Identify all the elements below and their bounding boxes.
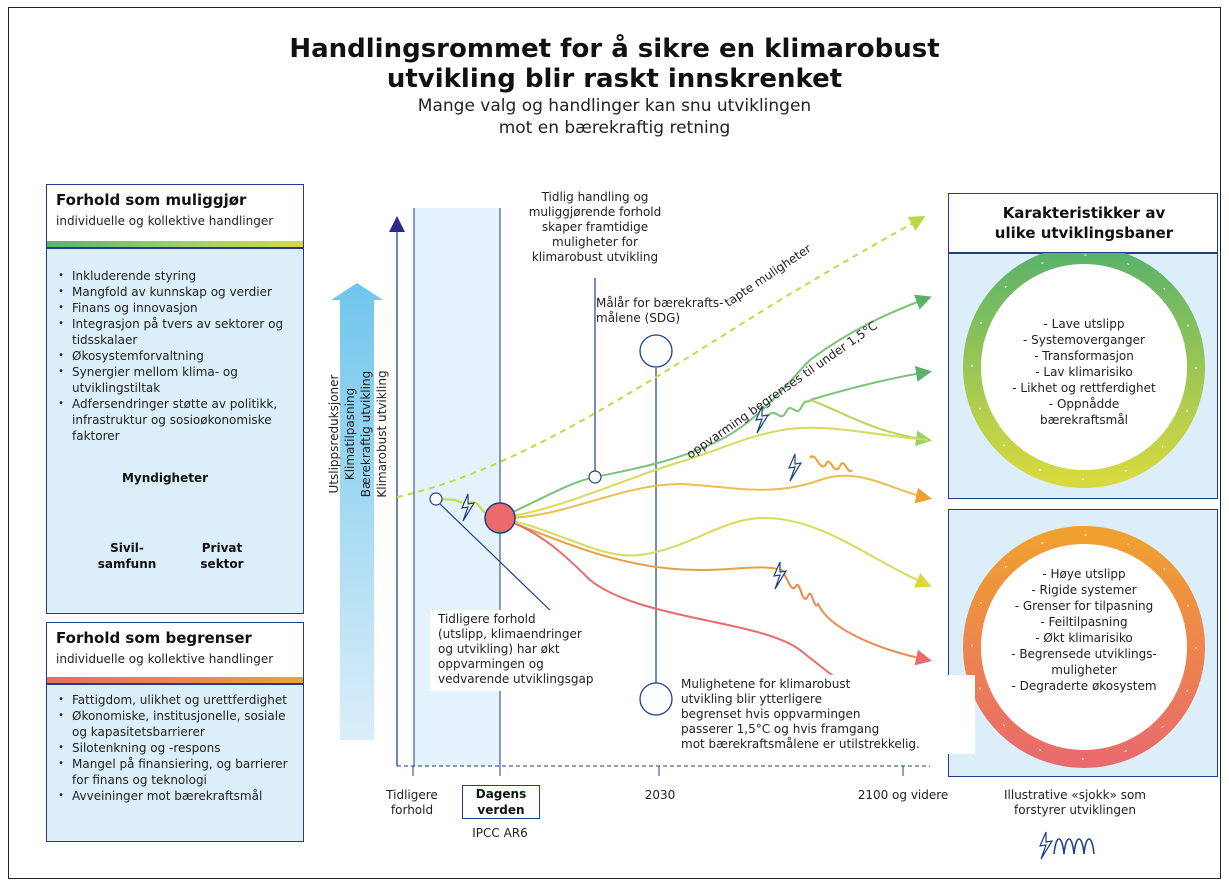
constraints-list: Fattigdom, ulikhet og urettferdighet Øko… xyxy=(58,692,302,804)
vertical-label: Klimatilpasning xyxy=(343,387,357,481)
shock-icon xyxy=(788,453,803,482)
list-item: Økonomiske, institusjonelle, sosiale og … xyxy=(58,708,302,740)
list-item: - Degraderte økosystem xyxy=(1011,679,1157,693)
characteristics-title: Karakteristikker av ulike utviklingsbane… xyxy=(994,204,1174,242)
past-point xyxy=(429,492,443,506)
actor-private-sector: Privat sektor xyxy=(200,541,244,571)
actor-civil-society: Sivil- samfunn xyxy=(97,541,157,571)
shock-legend-icon xyxy=(1039,831,1054,860)
vertical-axis-arrowhead xyxy=(389,216,405,232)
shock-wave-orange xyxy=(809,455,853,473)
list-item: - Oppnådde xyxy=(1048,397,1120,411)
pathway-orange-low xyxy=(499,517,783,572)
actor-government: Myndigheter xyxy=(121,471,209,485)
list-item: Adfersendringer støtte av politikk, infr… xyxy=(58,396,298,444)
list-item: Silotenkning og -respons xyxy=(58,740,302,756)
list-item: Integrasjon på tvers av sektorer og tids… xyxy=(58,316,298,348)
timeline-today-source: IPCC AR6 xyxy=(472,826,528,840)
timeline-2100: 2100 og videre xyxy=(857,788,949,802)
pathway-orange-mid xyxy=(499,474,932,520)
good-characteristics-list: - Lave utslipp - Systemoverganger - Tran… xyxy=(1004,316,1164,428)
pathway-yellow-mid xyxy=(499,426,929,519)
list-item: - Feiltilpasning xyxy=(1040,615,1128,629)
subtitle-line-1: Mange valg og handlinger kan snu utvikli… xyxy=(417,96,812,116)
list-item: - Rigide systemer xyxy=(1031,583,1137,597)
further-limited-note: Mulighetene for klimarobust utvikling bl… xyxy=(677,675,975,754)
shocks-legend-label: Illustrative «sjokk» som forstyrer utvik… xyxy=(1003,788,1146,817)
pathway-green-branch xyxy=(809,365,932,401)
title-line-2: utvikling blir raskt innskrenket xyxy=(386,64,843,94)
shock-icon xyxy=(773,561,788,590)
sdg-circle-top xyxy=(639,334,673,368)
bad-characteristics-list: - Høye utslipp - Rigide systemer - Grens… xyxy=(1004,566,1164,694)
timeline-today: Dagens verden xyxy=(462,785,540,819)
pathway-red-shock xyxy=(781,569,932,666)
shock-icon xyxy=(755,405,770,434)
climate-resilient-arrow xyxy=(331,283,383,740)
bad-ring-segments xyxy=(971,534,1197,760)
list-item: Avveininger mot bærekraftsmål xyxy=(58,788,302,804)
shock-wave-green xyxy=(767,399,811,418)
enablers-header: Forhold som muliggjør individuelle og ko… xyxy=(46,184,304,248)
list-item: - Grenser for tilpasning xyxy=(1014,599,1154,613)
constraints-subtitle: individuelle og kollektive handlinger xyxy=(56,652,274,666)
list-item: - Høye utslipp xyxy=(1042,567,1126,581)
list-item: Inkluderende styring xyxy=(58,268,298,284)
past-conditions-leader xyxy=(439,503,556,616)
list-item: Fattigdom, ulikhet og urettferdighet xyxy=(58,692,302,708)
enablers-color-bar xyxy=(47,241,303,247)
sdg-note: Målår for bærekrafts- målene (SDG) xyxy=(596,296,724,325)
timeline-earlier: Tidligere forhold xyxy=(386,788,438,817)
subtitle-line-2: mot en bærekraftig retning xyxy=(498,118,731,138)
constraints-header: Forhold som begrenser individuelle og ko… xyxy=(46,622,304,684)
constraints-title: Forhold som begrenser xyxy=(56,629,252,647)
early-action-point xyxy=(588,470,602,484)
shock-icons xyxy=(461,405,1054,860)
list-item: Økosystemforvaltning xyxy=(58,348,298,364)
list-item: - Økt klimarisiko xyxy=(1035,631,1133,645)
sdg-circle-bottom xyxy=(639,682,673,716)
pathway-yellow-low xyxy=(499,516,932,588)
enablers-list: Inkluderende styring Mangfold av kunnska… xyxy=(58,268,298,444)
pathway-lightgreen-branch xyxy=(809,399,932,447)
list-item: bærekraftsmål xyxy=(1039,413,1129,427)
list-item: - Begrensede utviklings- xyxy=(1011,647,1157,661)
today-point xyxy=(484,502,516,534)
vertical-label: Klimarobust utvikling xyxy=(375,370,389,498)
list-item: - Lave utslipp xyxy=(1043,317,1125,331)
list-item: - Transformasjon xyxy=(1034,349,1134,363)
list-item: muligheter xyxy=(1051,663,1117,677)
enablers-subtitle: individuelle og kollektive handlinger xyxy=(56,214,274,228)
list-item: - Lav klimarisiko xyxy=(1035,365,1133,379)
shock-icon xyxy=(461,493,476,522)
list-item: Mangel på finansiering, og barrierer for… xyxy=(58,756,302,788)
shock-legend-wave xyxy=(1053,838,1095,855)
characteristics-header: Karakteristikker av ulike utviklingsbane… xyxy=(948,193,1218,253)
list-item: - Likhet og rettferdighet xyxy=(1012,381,1156,395)
lost-opportunity-pathway xyxy=(396,216,926,498)
past-conditions-note: Tidligere forhold (utslipp, klimaendring… xyxy=(430,610,632,691)
list-item: Finans og innovasjon xyxy=(58,300,298,316)
enablers-title: Forhold som muliggjør xyxy=(56,191,247,209)
list-item: Synergier mellom klima- og utviklingstil… xyxy=(58,364,298,396)
pathway-green-top xyxy=(499,294,932,519)
timeline-2030: 2030 xyxy=(644,788,676,802)
list-item: Mangfold av kunnskap og verdier xyxy=(58,284,298,300)
vertical-label: Utslippsreduksjoner xyxy=(327,374,341,494)
early-action-note: Tidlig handling og muliggjørende forhold… xyxy=(528,190,662,264)
list-item: - Systemoverganger xyxy=(1023,333,1145,347)
good-ring-segments xyxy=(971,254,1197,480)
vertical-label: Bærekraftig utvikling xyxy=(359,370,373,498)
title-line-1: Handlingsrommet for å sikre en klimarobu… xyxy=(289,34,940,64)
figure-frame xyxy=(8,7,1221,879)
constraints-color-bar xyxy=(47,677,303,683)
